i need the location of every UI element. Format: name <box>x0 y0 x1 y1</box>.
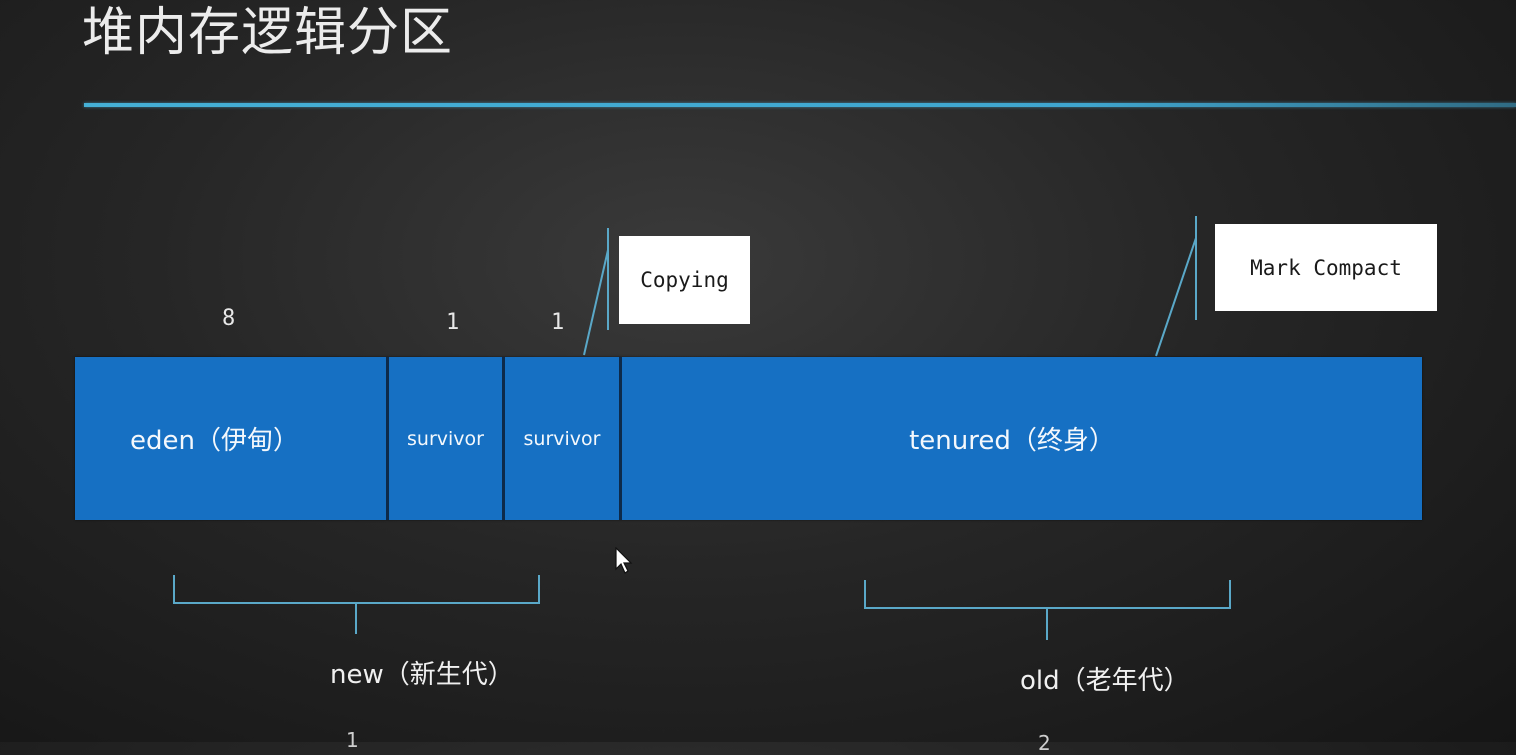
new-gen-bracket <box>173 575 540 604</box>
tenured-label: tenured（终身） <box>909 426 1115 456</box>
mouse-cursor-icon <box>615 547 633 574</box>
survivor2-label: survivor <box>523 427 601 450</box>
copying-callout: Copying <box>619 236 750 324</box>
tenured-segment: tenured（终身） <box>619 357 1422 520</box>
eden-ratio: 8 <box>222 306 236 331</box>
old-gen-bracket <box>864 580 1231 609</box>
mark-compact-pointer-line <box>1155 237 1197 357</box>
heap-bar: eden（伊甸） survivor survivor tenured（终身） <box>75 357 1422 520</box>
survivor2-ratio: 1 <box>551 310 565 335</box>
eden-label: eden（伊甸） <box>130 426 299 456</box>
title-underline <box>84 103 1516 107</box>
old-generation-label: old（老年代） <box>1020 666 1190 696</box>
copying-pointer-line <box>583 249 609 356</box>
bottom-ratio-right: 2 <box>1038 731 1051 755</box>
survivor1-ratio: 1 <box>446 310 460 335</box>
bottom-ratio-left: 1 <box>346 728 359 752</box>
mark-compact-callout: Mark Compact <box>1215 224 1437 311</box>
new-generation-label: new（新生代） <box>330 660 514 690</box>
slide-title: 堆内存逻辑分区 <box>82 3 454 63</box>
survivor1-label: survivor <box>407 427 484 450</box>
survivor-segment-2: survivor <box>502 357 619 520</box>
survivor-segment-1: survivor <box>386 357 502 520</box>
eden-segment: eden（伊甸） <box>75 357 386 520</box>
